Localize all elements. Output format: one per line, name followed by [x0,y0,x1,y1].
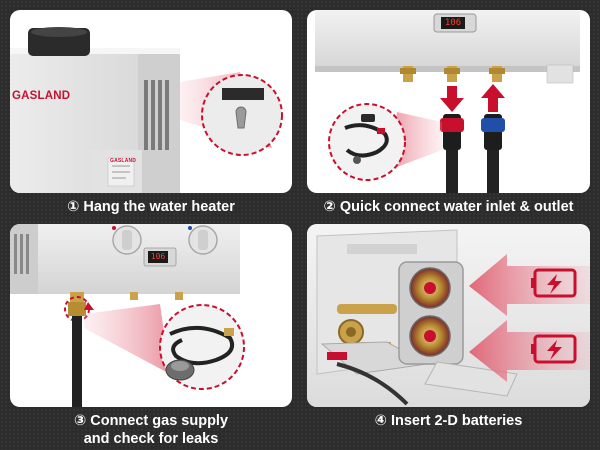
step3-number: ③ [73,413,87,429]
hose-coil [344,123,389,158]
water-pipe [337,304,397,314]
display-reading: 106 [150,252,166,261]
gas-hose [72,316,82,407]
step4-panel [307,224,590,407]
vent-grille [144,80,169,150]
step1-number: ① [67,199,80,215]
display-screen [441,17,465,29]
step3-panel: 106 [10,224,292,407]
step4-text: Insert 2-D batteries [390,413,523,429]
flow-up-arrow-icon [481,84,505,112]
red-quick-connector [440,114,464,193]
step4-illustration [307,224,590,407]
gas-hose-coil [169,325,235,366]
step1-illustration [10,27,283,193]
step2-number: ② [323,199,336,215]
step3-illustration [10,224,245,407]
step3-text: Connect gas supply [90,413,229,429]
battery-cover [424,361,518,397]
step2-text: Quick connect water inlet & outlet [339,199,574,215]
flow-down-arrow-icon [440,86,464,112]
step1-text: Hang the water heater [83,199,235,215]
display-screen [148,251,168,263]
battery-charging-icon [531,334,577,364]
brand-logo: GASLAND [12,90,71,102]
zoom-circle-hose [328,103,406,181]
display-reading: 106 [444,18,462,28]
keyhole-bracket-icon [235,106,247,129]
blue-quick-connector [481,114,505,193]
step2-illustration [315,10,580,193]
brand-logo-small: GASLAND [110,158,137,164]
step4-number: ④ [374,413,387,429]
step1-panel: GASLAND GASLAND [10,10,292,193]
step2-panel: 106 [307,10,590,193]
battery-charging-icon [531,268,577,298]
step3-text-line2: and check for leaks [83,431,219,447]
